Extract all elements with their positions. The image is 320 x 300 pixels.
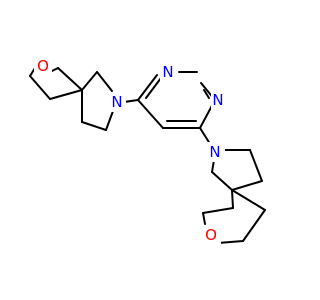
bond <box>51 67 59 72</box>
bond <box>231 189 234 209</box>
bond <box>29 75 51 100</box>
bond <box>211 171 233 191</box>
bond <box>242 209 266 242</box>
oxolane-oxygen-lower-label: O <box>205 226 217 244</box>
bond <box>231 180 263 191</box>
oxolane-oxygen-upper-label: O <box>37 57 49 75</box>
bond <box>137 74 158 101</box>
bond-layer <box>29 67 266 244</box>
pyrrolidine-nitrogen-upper-label: N <box>111 93 122 111</box>
molecule-structure-diagram: N N N N O O <box>29 56 266 245</box>
bond <box>105 110 114 131</box>
bond <box>202 207 234 214</box>
bond <box>202 212 206 225</box>
bond <box>81 71 98 91</box>
pyrimidine-nitrogen-top-label: N <box>162 63 173 81</box>
bond <box>231 189 266 211</box>
bond <box>145 77 162 99</box>
bond <box>203 89 210 99</box>
bond <box>137 99 164 129</box>
bond <box>96 71 113 92</box>
pyrimidine-nitrogen-right-label: N <box>212 91 223 109</box>
bond <box>57 67 83 91</box>
bond <box>217 240 244 244</box>
bond <box>123 99 139 103</box>
atom-label-layer: N N N N O O <box>34 56 229 245</box>
bond <box>81 121 107 131</box>
pyrrolidine-nitrogen-lower-label: N <box>209 143 220 161</box>
bond <box>249 149 263 182</box>
bond <box>49 89 83 100</box>
